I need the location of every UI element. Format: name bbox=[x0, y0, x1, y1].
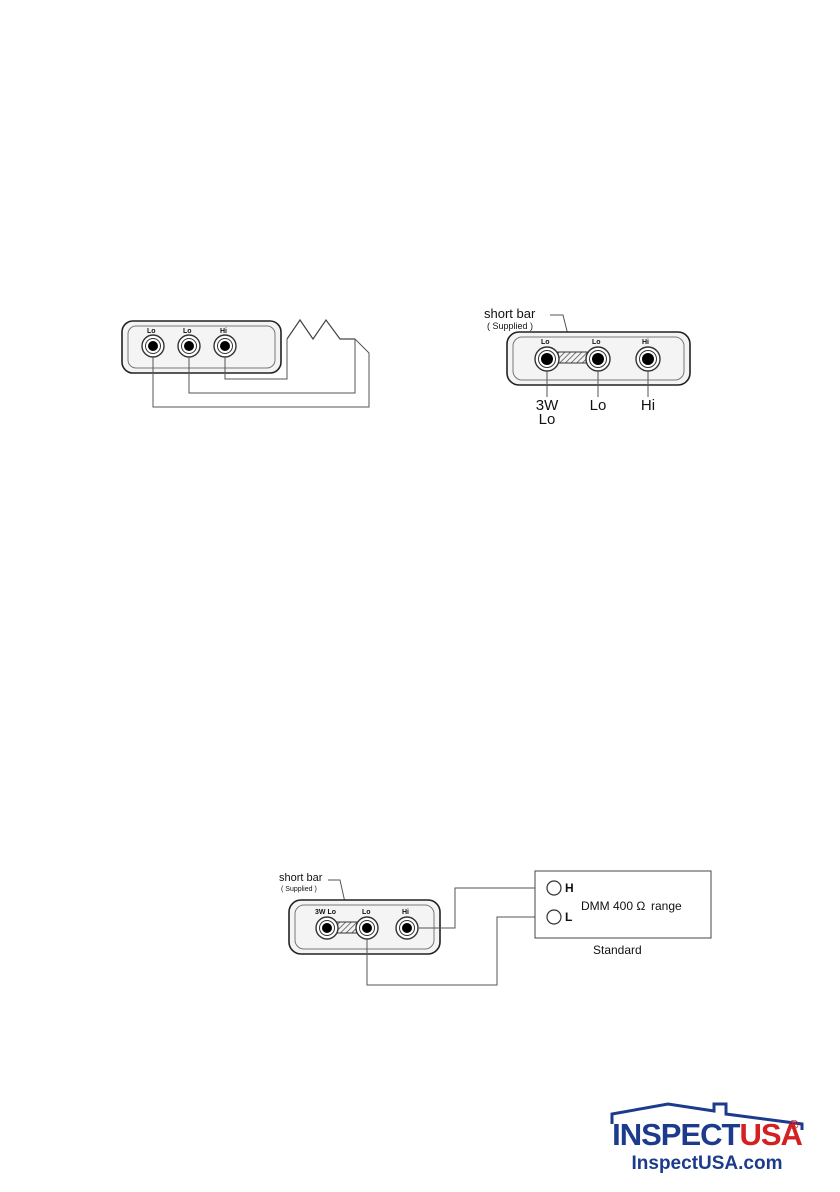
fig2-supplied-label: ( Supplied ) bbox=[487, 321, 533, 331]
fig3-jack-label-3w-lo: 3W Lo bbox=[315, 909, 336, 916]
fig3-jack-label-hi: Hi bbox=[402, 909, 409, 916]
fig2-bottom-label-lo: Lo bbox=[584, 398, 612, 413]
fig2-jack-label-lo-2: Lo bbox=[592, 339, 601, 346]
inspect-usa-logo: INSPECTUSA ® InspectUSA.com bbox=[609, 1103, 805, 1181]
fig1-jack-label-lo-1: Lo bbox=[147, 328, 156, 335]
fig3-short-bar-label: short bar bbox=[279, 872, 322, 884]
fig2-short-bar-label: short bar bbox=[484, 306, 535, 321]
fig2-bottom-label-3w-lo: Lo bbox=[533, 412, 561, 427]
fig2-jack-label-hi: Hi bbox=[642, 339, 649, 346]
fig3-jack-lo bbox=[356, 917, 378, 939]
logo-url: InspectUSA.com bbox=[609, 1153, 805, 1175]
fig1-jack-label-hi: Hi bbox=[220, 328, 227, 335]
fig3-range-label: range bbox=[651, 899, 682, 913]
fig3-jack-label-lo: Lo bbox=[362, 909, 371, 916]
fig1-jack-lo-2 bbox=[178, 335, 200, 357]
fig2-jack-hi bbox=[636, 347, 660, 371]
fig1-jack-hi bbox=[214, 335, 236, 357]
logo-word-inspect: INSPECT bbox=[612, 1117, 739, 1152]
fig3-terminal-h bbox=[547, 881, 561, 895]
fig3-terminal-l-label: L bbox=[565, 910, 572, 924]
logo-registered-mark: ® bbox=[789, 1117, 799, 1132]
fig2-jack-label-lo-1: Lo bbox=[541, 339, 550, 346]
fig3-terminal-h-label: H bbox=[565, 881, 574, 895]
fig1-jack-label-lo-2: Lo bbox=[183, 328, 192, 335]
fig2-jack-3w-lo bbox=[535, 347, 559, 371]
fig3-dmm-label: DMM 400 Ω bbox=[581, 899, 645, 913]
fig1-jack-lo-1 bbox=[142, 335, 164, 357]
fig3-supplied-label: ( Supplied ) bbox=[281, 886, 317, 893]
fig3-jack-hi bbox=[396, 917, 418, 939]
fig3-terminal-l bbox=[547, 910, 561, 924]
fig3-standard-label: Standard bbox=[593, 943, 642, 957]
fig3-jack-3w-lo bbox=[316, 917, 338, 939]
fig1-resistor-zigzag bbox=[287, 320, 355, 339]
fig2-jack-lo bbox=[586, 347, 610, 371]
fig2-bottom-label-hi: Hi bbox=[634, 398, 662, 413]
